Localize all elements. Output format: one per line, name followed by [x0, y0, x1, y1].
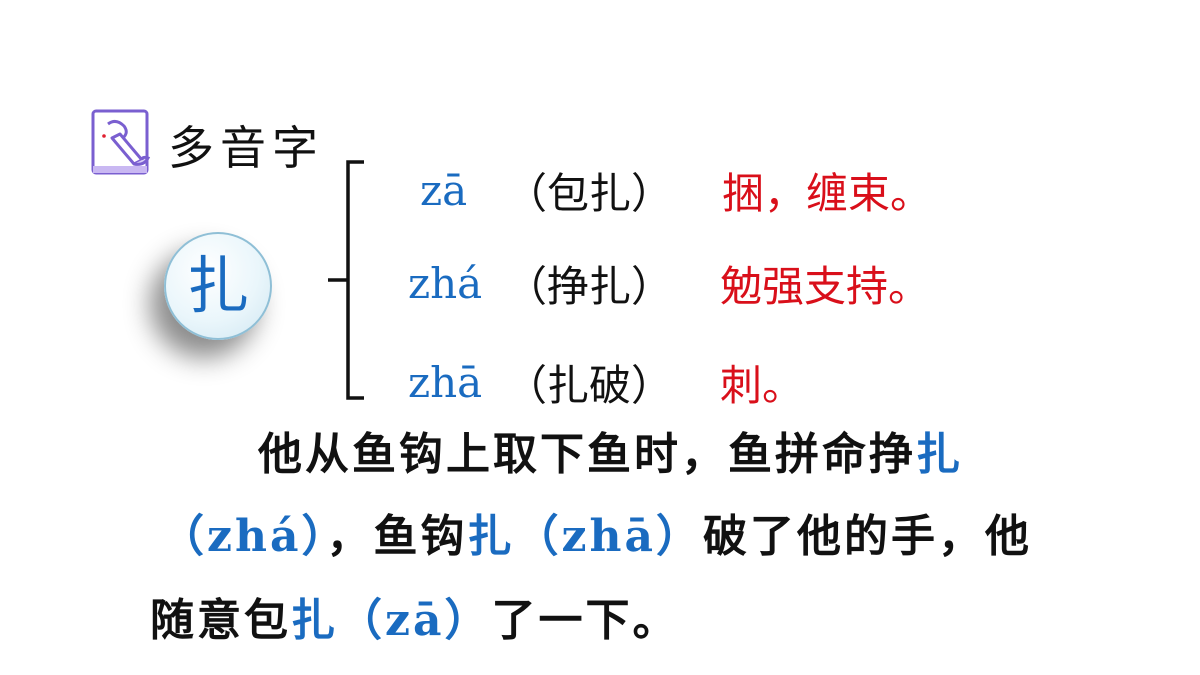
reading-pinyin: zhá [408, 258, 483, 308]
curly-bracket [328, 160, 364, 400]
reading-row: zhá （挣扎） 勉强支持。 [0, 253, 1200, 313]
reading-word: （扎破） [505, 360, 674, 410]
pen-notebook-icon [91, 109, 151, 175]
sentence-text: 了一下。 [491, 595, 680, 646]
reading-pinyin: zhā [408, 357, 483, 407]
sentence-text: ，鱼钩 [326, 511, 468, 562]
reading-word: （挣扎） [505, 261, 674, 311]
sentence-text: 破了他的手，他 [703, 511, 1032, 562]
character-badge: 扎 [164, 232, 272, 340]
page-title: 多音字 [168, 121, 324, 175]
reading-meaning: 捆，缠束。 [722, 168, 933, 218]
example-sentence-line: （zhá），鱼钩扎（zhā）破了他的手，他 [160, 500, 1032, 564]
reading-row: zhā （扎破） 刺。 [0, 352, 1200, 412]
reading-meaning: 勉强支持。 [720, 261, 931, 311]
sentence-text: 他从鱼钩上取下鱼时，鱼拼命挣 [258, 429, 916, 480]
reading-meaning: 刺。 [720, 360, 805, 410]
reading-word: （包扎） [505, 168, 674, 218]
sentence-highlight: （zhá） [160, 511, 327, 562]
sentence-highlight: 扎 [916, 429, 963, 480]
sentence-highlight: 扎（zā） [291, 595, 492, 646]
sentence-highlight: 扎（zhā） [467, 511, 703, 562]
reading-pinyin: zā [420, 165, 468, 215]
example-sentence-line: 随意包扎（zā）了一下。 [150, 584, 680, 648]
character-text: 扎 [186, 249, 249, 322]
example-sentence-line: 他从鱼钩上取下鱼时，鱼拼命挣扎 [258, 418, 963, 482]
reading-row: zā （包扎） 捆，缠束。 [0, 160, 1200, 220]
sentence-text: 随意包 [150, 595, 291, 646]
